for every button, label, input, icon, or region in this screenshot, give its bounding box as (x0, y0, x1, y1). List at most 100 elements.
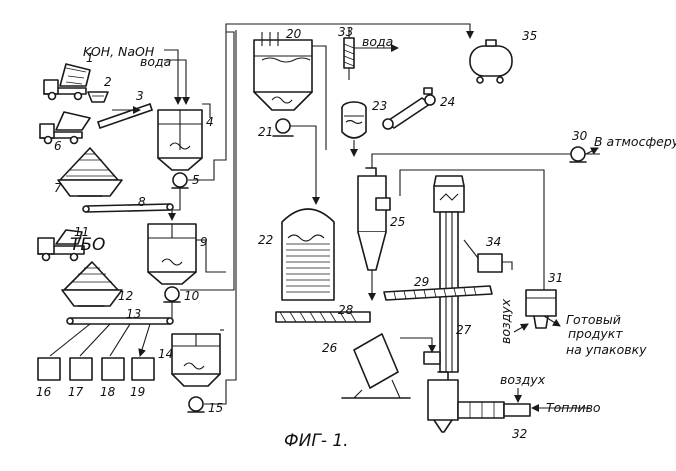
screw-conveyor-29 (383, 285, 493, 301)
classifier-34 (463, 239, 513, 273)
number-33: 33 (338, 25, 353, 39)
reactor-20 (253, 39, 313, 111)
reactor-9 (147, 223, 197, 285)
conveyor-3 (97, 103, 153, 129)
belt-28 (275, 311, 371, 323)
number-16: 16 (36, 385, 52, 399)
water-inlet-line (164, 59, 190, 105)
number-8: 8 (138, 195, 146, 209)
label-product-2: продукт (568, 326, 623, 341)
feed-to-tanker (406, 23, 474, 39)
label-koh-naoh: KOH, NaOH (83, 44, 155, 59)
label-water-33: вода (362, 34, 393, 49)
tank-23 (341, 101, 367, 157)
pipeline-reactor-14 (204, 30, 237, 405)
label-product-1: Готовый (566, 312, 621, 327)
number-9: 9 (200, 235, 208, 249)
reactor-20-inlets (261, 32, 279, 46)
label-atmosphere: В атмосферу (594, 134, 676, 149)
pump-5 (171, 172, 189, 189)
number-26: 26 (322, 341, 338, 355)
number-15: 15 (208, 401, 223, 415)
dump-truck-1 (43, 63, 91, 101)
figure-caption: ФИГ- 1. (284, 431, 349, 451)
alkali-inlet-line (164, 49, 182, 105)
number-23: 23 (372, 99, 387, 113)
burner-32 (457, 401, 531, 419)
tanker-35 (469, 39, 513, 84)
packer-31 (525, 289, 557, 329)
number-13: 13 (126, 307, 141, 321)
reactor-4 (157, 109, 203, 171)
air-inlet-31 (513, 323, 529, 333)
number-28: 28 (338, 303, 354, 317)
number-29: 29 (414, 275, 429, 289)
number-17: 17 (68, 385, 84, 399)
mill-to-column (400, 337, 436, 353)
flow-5-to-9 (168, 188, 181, 221)
fan-30 (569, 146, 587, 163)
number-30: 30 (572, 129, 588, 143)
number-6: 6 (54, 139, 62, 153)
number-1: 1 (86, 51, 94, 65)
feeder-27 (423, 351, 441, 365)
number-5: 5 (192, 173, 200, 187)
pipeline-main-top (188, 23, 406, 181)
pump-21 (272, 118, 294, 137)
vessel-22 (281, 208, 335, 301)
number-34: 34 (486, 235, 501, 249)
pump-10 (163, 286, 181, 303)
number-14: 14 (158, 347, 173, 361)
conveyor-13 (66, 317, 174, 325)
label-air-31: воздух (498, 298, 513, 344)
label-product-3: на упаковку (566, 342, 647, 357)
sort-output-bins (37, 323, 155, 381)
dump-truck-11 (37, 229, 85, 262)
reactor-14 (171, 333, 221, 387)
gas-to-fan-line (371, 153, 600, 168)
number-10: 10 (184, 289, 200, 303)
label-air-32: воздух (500, 372, 546, 387)
mill-26 (341, 333, 411, 399)
number-32: 32 (512, 427, 527, 441)
number-7: 7 (54, 181, 62, 195)
number-35: 35 (522, 29, 537, 43)
dump-truck-6 (39, 111, 91, 145)
dryer-24 (382, 87, 436, 130)
exhaust-arrow (585, 147, 599, 155)
number-22: 22 (258, 233, 273, 247)
hopper-2 (87, 91, 109, 103)
number-21: 21 (258, 125, 273, 139)
reactor-4-overflow (202, 103, 211, 118)
number-18: 18 (100, 385, 116, 399)
number-2: 2 (104, 75, 112, 89)
number-3: 3 (136, 89, 144, 103)
conveyor-8 (82, 203, 174, 213)
cyclone-25 (357, 167, 391, 301)
number-19: 19 (130, 385, 145, 399)
number-24: 24 (440, 95, 455, 109)
drying-column-27 (427, 175, 465, 433)
number-27: 27 (456, 323, 472, 337)
number-31: 31 (548, 271, 563, 285)
number-20: 20 (286, 27, 302, 41)
pile-hopper-7 (57, 147, 123, 197)
pipeline-9-out (196, 239, 226, 273)
number-11: 11 (74, 225, 89, 239)
recycle-line (399, 169, 545, 290)
label-tbo: ТБО (70, 235, 105, 255)
number-12: 12 (118, 289, 133, 303)
number-4: 4 (206, 115, 214, 129)
heat-exchanger-33 (343, 28, 355, 80)
label-fuel: Топливо (546, 400, 601, 415)
flow-21-to-22 (290, 125, 320, 205)
product-out-arrow (543, 315, 561, 327)
pipeline-reactor-9 (180, 31, 235, 291)
pile-hopper-12 (61, 261, 123, 307)
pump-15 (187, 396, 205, 413)
number-25: 25 (390, 215, 405, 229)
label-water-top: вода (140, 54, 171, 69)
reactor-20-vent (312, 45, 327, 150)
